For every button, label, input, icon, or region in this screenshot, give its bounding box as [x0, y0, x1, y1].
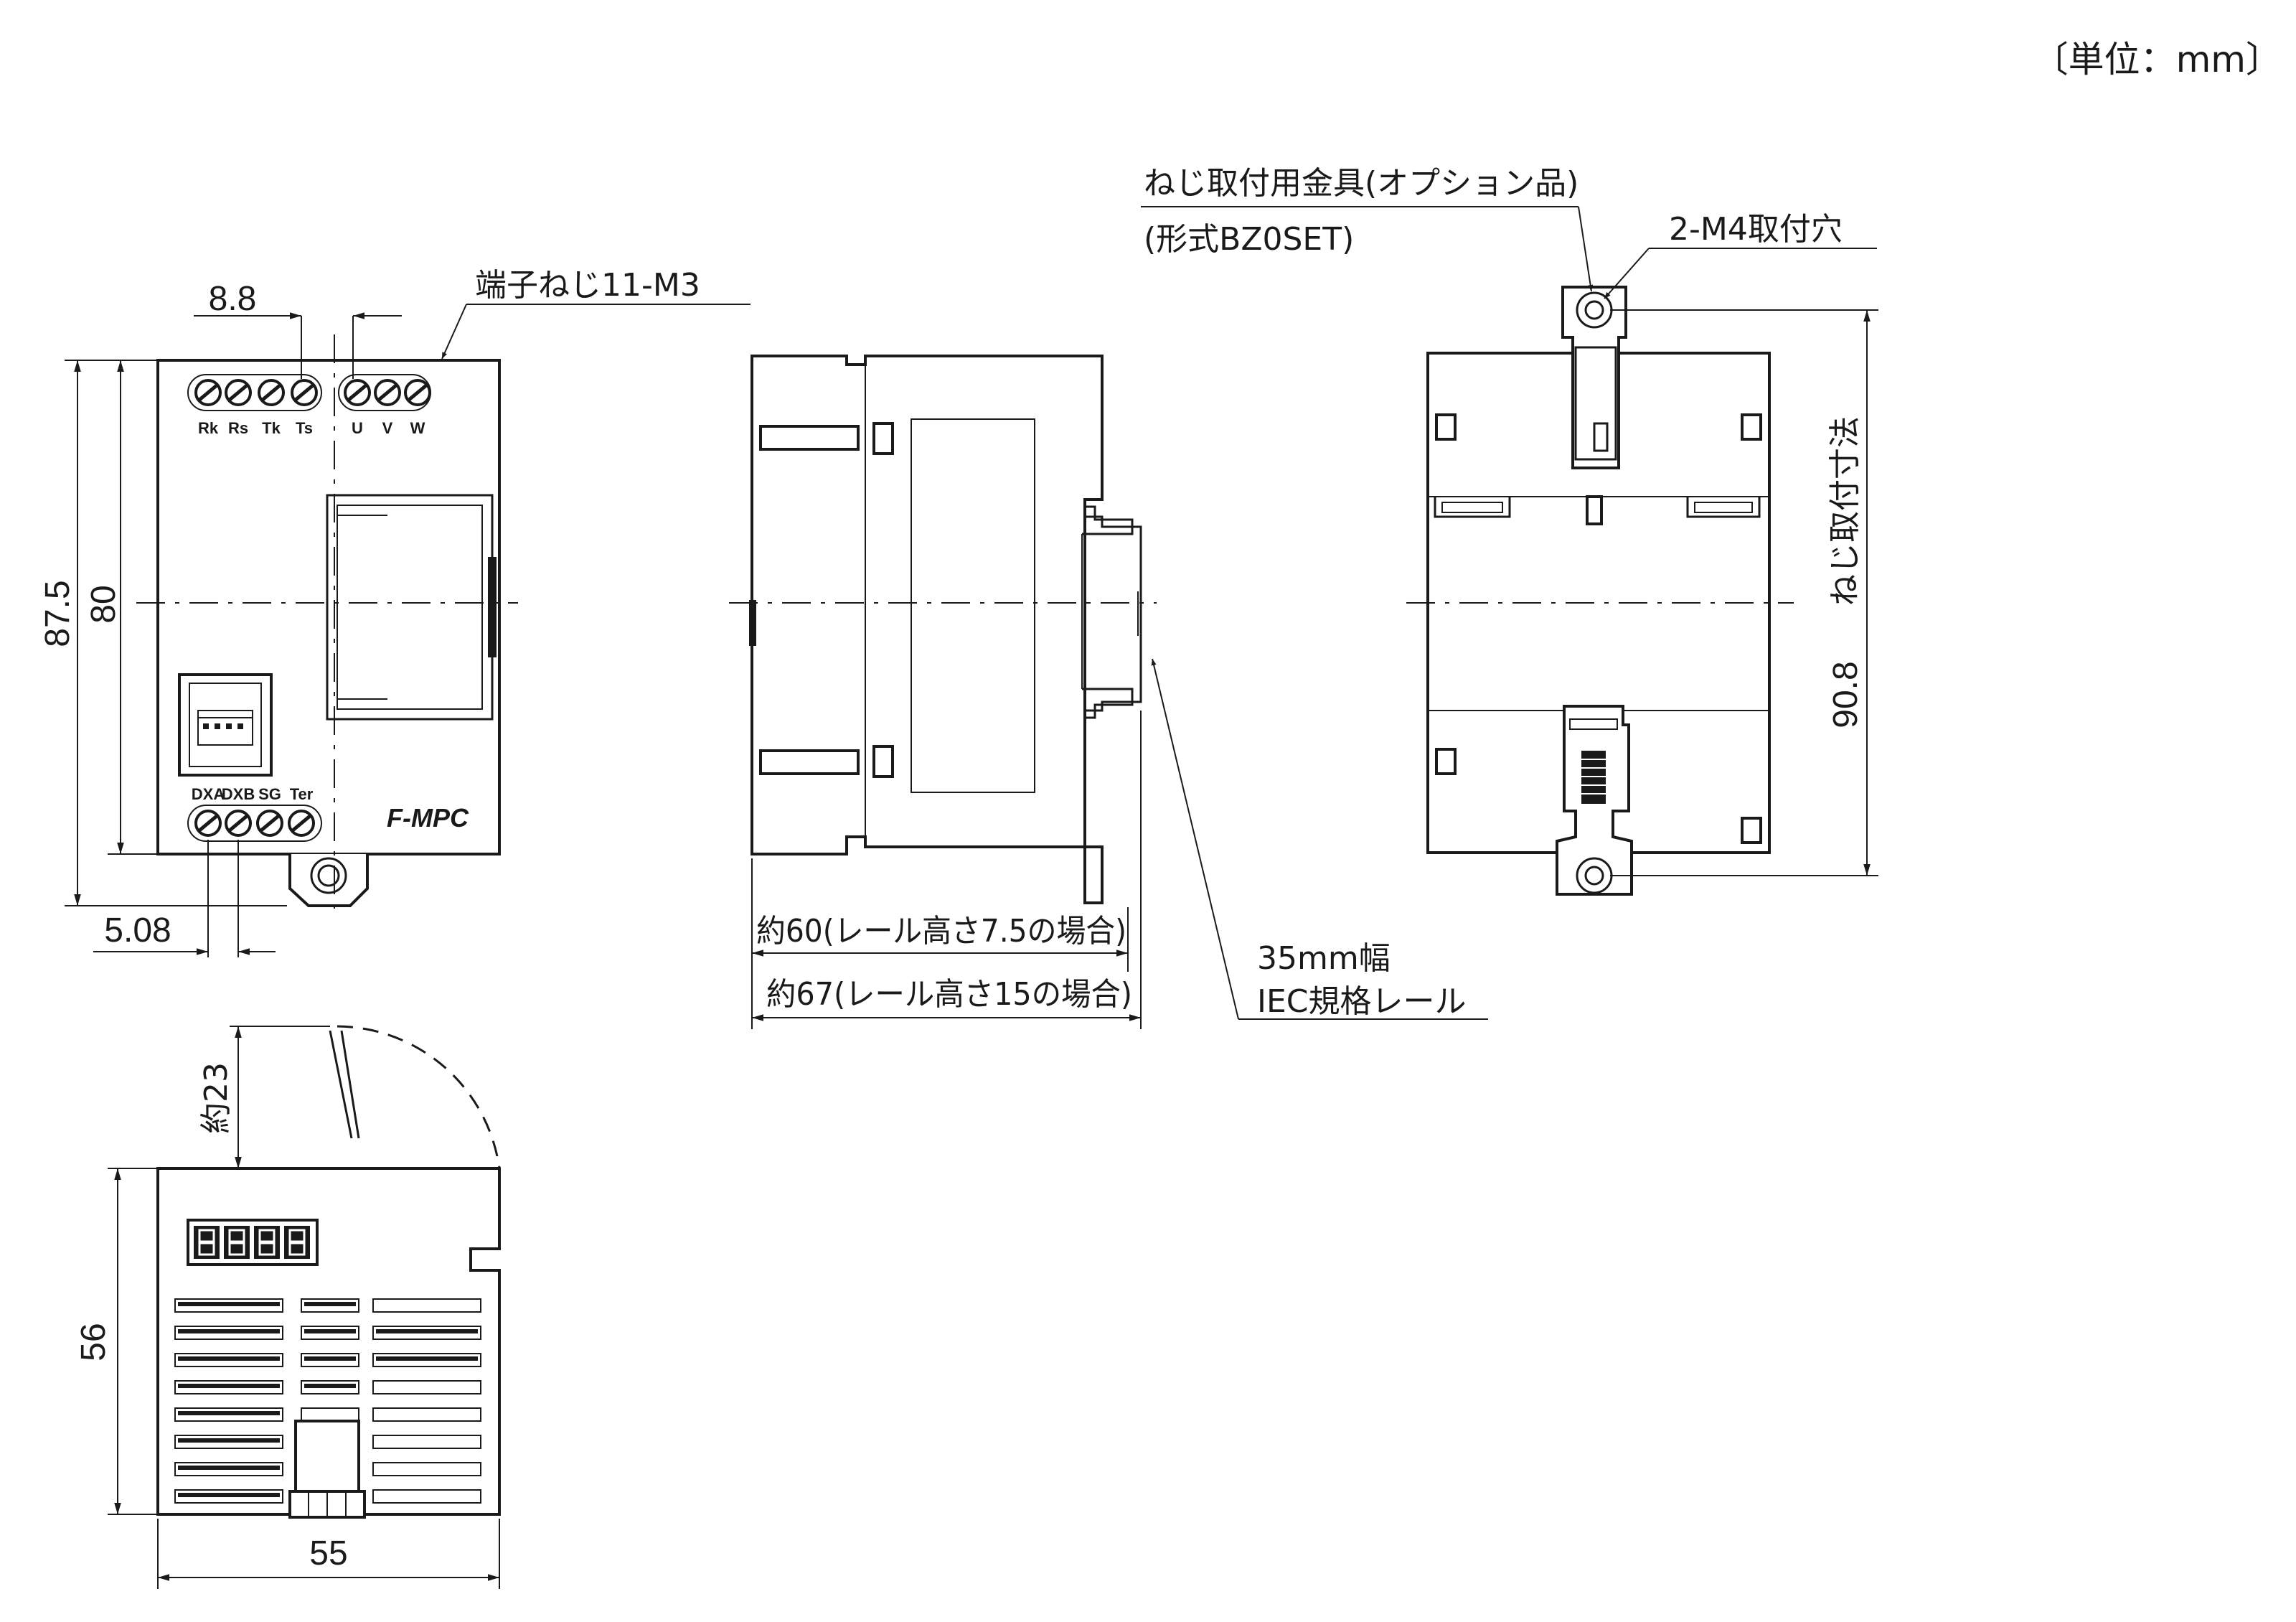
top-view: 約23 56 55 [75, 1025, 501, 1589]
side-view: 35mm幅 IEC規格レール 約60(レール高さ7.5の場合) 約67(レール高… [729, 355, 1488, 1029]
vent-slots [174, 1298, 481, 1504]
unit-note: 〔単位：mm〕 [2033, 39, 2282, 80]
bracket-label: ねじ取付用金具(オプション品) [1144, 165, 1578, 202]
brand-logo: F-MPC [387, 803, 469, 833]
terminal-label: DXA [192, 785, 225, 803]
dim-mount-pitch-label: ねじ取付寸法 [1827, 416, 1863, 606]
terminal-screw-label: 端子ねじ11-M3 [475, 267, 700, 304]
terminal-label: W [410, 419, 425, 437]
dim-depth-rail-7-5: 約60(レール高さ7.5の場合) [756, 913, 1126, 950]
terminal-label: Ts [296, 419, 313, 437]
rear-body [1426, 352, 1771, 854]
dim-width: 55 [309, 1534, 347, 1572]
front-view: Rk Rs Tk Ts U V W DXA DXB SG Ter [39, 267, 751, 957]
mount-hole-label: 2-M4取付穴 [1669, 211, 1843, 248]
terminal-label: Tk [262, 419, 281, 437]
terminal-label: V [382, 419, 393, 437]
rail-label-standard: IEC規格レール [1257, 983, 1467, 1020]
dim-height-total: 87.5 [39, 580, 77, 647]
dim-mount-pitch: 90.8 [1827, 661, 1865, 728]
rail-label-width: 35mm幅 [1257, 940, 1391, 977]
bottom-terminal-block [187, 805, 322, 842]
terminal-label: SG [258, 785, 281, 803]
bracket-model: (形式BZ0SET) [1144, 221, 1354, 258]
dim-cover-swing: 約23 [198, 1062, 235, 1134]
terminal-label: Rs [228, 419, 248, 437]
rear-view: ねじ取付用金具(オプション品) (形式BZ0SET) 2-M4取付穴 90.8 … [1141, 165, 1878, 896]
terminal-label: Rk [198, 419, 219, 437]
top-terminal-block [187, 374, 430, 411]
top-terminal-labels: Rk Rs Tk Ts U V W [198, 419, 425, 437]
dim-depth-rail-15: 約67(レール高さ15の場合) [766, 976, 1132, 1013]
dim-offset: 5.08 [104, 911, 171, 950]
dim-height-body: 80 [85, 585, 123, 623]
dim-depth: 56 [75, 1323, 113, 1361]
terminal-label: Ter [290, 785, 314, 803]
terminal-label: U [352, 419, 363, 437]
connector [178, 673, 273, 777]
terminal-label: DXB [222, 785, 255, 803]
bottom-terminal-labels: DXA DXB SG Ter [192, 785, 314, 803]
mount-bracket-top [1561, 286, 1627, 469]
dim-pitch: 8.8 [209, 280, 257, 318]
